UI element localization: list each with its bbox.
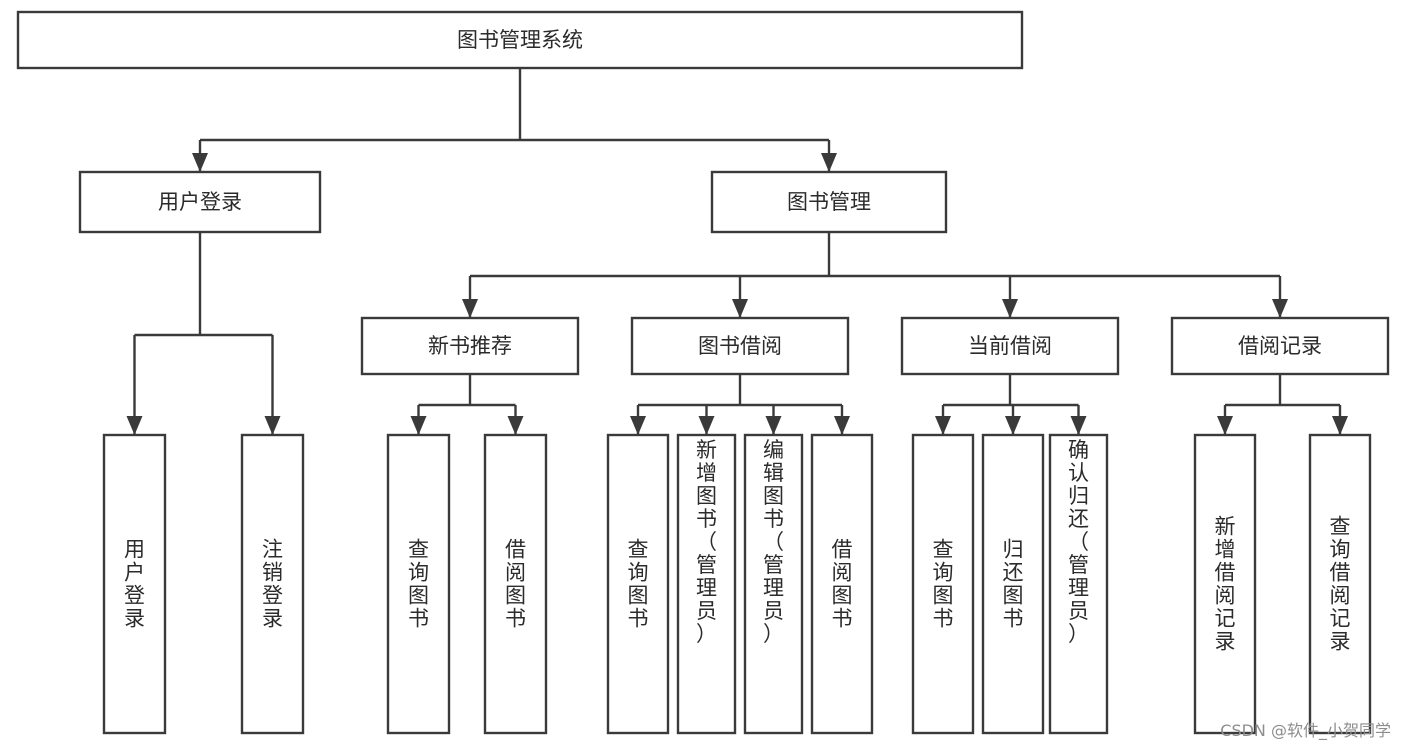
node-new-book-recommend[interactable]: 新书推荐 [360,316,580,376]
node-leaf-query-book-recommend[interactable]: 查询图书 [386,433,451,735]
node-current-borrow[interactable]: 当前借阅 [900,316,1120,376]
node-user-login[interactable]: 用户登录 [78,170,322,234]
node-box-book-borrow[interactable] [630,316,850,376]
node-label-leaf-logout: 注销登录 [262,537,283,630]
arrow-head-icon [732,299,748,318]
node-label-root: 图书管理系统 [457,28,583,52]
node-leaf-confirm-return[interactable]: 确认归还（管理员） [1048,433,1109,735]
node-box-user-login[interactable] [78,170,322,234]
node-box-leaf-logout[interactable] [240,433,305,735]
node-label-leaf-confirm-return: 确认归还（管理员） [1068,438,1089,646]
node-box-leaf-query-book-borrow[interactable] [606,433,670,735]
node-book-manage[interactable]: 图书管理 [710,170,948,234]
node-label-leaf-add-book: 新增图书（管理员） [696,438,717,646]
node-box-leaf-query-book-current[interactable] [911,433,975,735]
arrow-head-icon [834,416,850,435]
arrow-head-icon [765,416,782,435]
arrow-head-icon [126,416,143,435]
node-box-root[interactable] [16,10,1024,70]
node-box-leaf-add-borrow-record[interactable] [1193,433,1257,735]
node-label-new-book-recommend: 新书推荐 [428,334,512,358]
arrow-head-icon [462,299,478,318]
node-label-borrow-record: 借阅记录 [1238,334,1322,358]
node-leaf-logout[interactable]: 注销登录 [240,433,305,735]
node-box-borrow-record[interactable] [1170,316,1390,376]
arrow-head-icon [264,416,281,435]
node-root[interactable]: 图书管理系统 [16,10,1024,70]
node-book-borrow[interactable]: 图书借阅 [630,316,850,376]
arrow-head-icon [1002,299,1018,318]
csdn-watermark: CSDN @软件_小贺同学 [1220,721,1391,740]
node-label-user-login: 用户登录 [158,190,242,214]
node-borrow-record[interactable]: 借阅记录 [1170,316,1390,376]
node-leaf-query-book-current[interactable]: 查询图书 [911,433,975,735]
node-box-book-manage[interactable] [710,170,948,234]
arrow-head-icon [821,153,837,172]
arrow-head-icon [630,416,646,435]
node-label-leaf-query-book-borrow: 查询图书 [628,537,649,630]
node-label-leaf-user-login: 用户登录 [124,537,145,630]
node-leaf-borrow-book[interactable]: 借阅图书 [810,433,874,735]
arrow-head-icon [410,416,427,435]
node-label-leaf-edit-book: 编辑图书（管理员） [763,438,784,646]
node-label-leaf-query-book-current: 查询图书 [933,537,954,630]
arrow-head-icon [1070,416,1087,435]
node-label-leaf-query-book-recommend: 查询图书 [408,537,429,630]
node-label-book-borrow: 图书借阅 [698,334,782,358]
arrow-head-icon [935,416,951,435]
node-box-leaf-query-borrow-record[interactable] [1308,433,1372,735]
node-label-leaf-borrow-book: 借阅图书 [832,537,853,630]
node-box-leaf-edit-book[interactable] [743,433,804,735]
node-leaf-add-borrow-record[interactable]: 新增借阅记录 [1193,433,1257,735]
node-label-current-borrow: 当前借阅 [968,334,1052,358]
node-label-leaf-add-borrow-record: 新增借阅记录 [1215,514,1236,653]
node-box-leaf-query-book-recommend[interactable] [386,433,451,735]
arrow-head-icon [1217,416,1233,435]
arrow-head-icon [1332,416,1348,435]
arrow-head-icon [1005,416,1021,435]
node-leaf-edit-book[interactable]: 编辑图书（管理员） [743,433,804,735]
node-leaf-user-login[interactable]: 用户登录 [102,433,167,735]
node-label-leaf-return-book: 归还图书 [1003,537,1024,630]
node-box-leaf-return-book[interactable] [981,433,1045,735]
node-leaf-return-book[interactable]: 归还图书 [981,433,1045,735]
node-leaf-borrow-book-recommend[interactable]: 借阅图书 [483,433,548,735]
node-box-leaf-borrow-book-recommend[interactable] [483,433,548,735]
node-box-leaf-add-book[interactable] [676,433,737,735]
arrow-head-icon [1272,299,1288,318]
node-leaf-query-borrow-record[interactable]: 查询借阅记录 [1308,433,1372,735]
connector-layer [126,68,1348,435]
arrow-head-icon [507,416,524,435]
node-layer: 图书管理系统用户登录图书管理新书推荐图书借阅当前借阅借阅记录用户登录注销登录查询… [16,10,1390,735]
arrow-head-icon [192,153,208,172]
node-label-book-manage: 图书管理 [787,190,871,214]
node-box-leaf-confirm-return[interactable] [1048,433,1109,735]
node-label-leaf-borrow-book-recommend: 借阅图书 [505,537,526,630]
node-box-current-borrow[interactable] [900,316,1120,376]
node-leaf-add-book[interactable]: 新增图书（管理员） [676,433,737,735]
node-box-leaf-borrow-book[interactable] [810,433,874,735]
node-box-new-book-recommend[interactable] [360,316,580,376]
node-box-leaf-user-login[interactable] [102,433,167,735]
node-leaf-query-book-borrow[interactable]: 查询图书 [606,433,670,735]
node-label-leaf-query-borrow-record: 查询借阅记录 [1330,514,1351,653]
arrow-head-icon [698,416,715,435]
